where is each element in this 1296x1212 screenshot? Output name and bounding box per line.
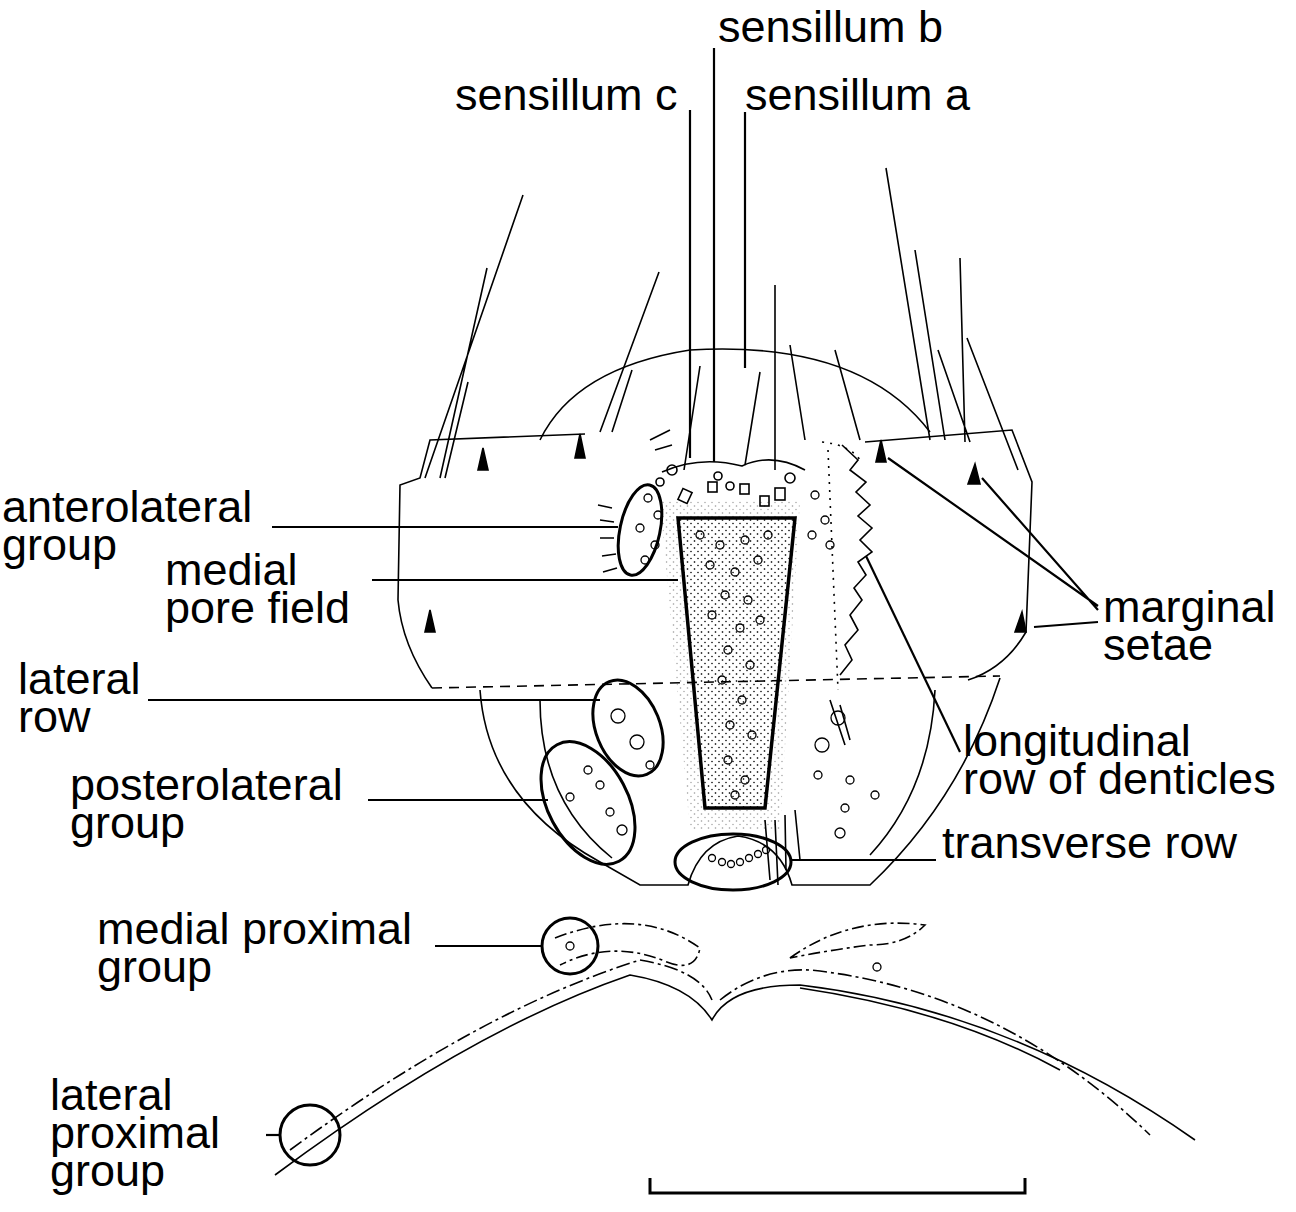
part-label: lateral row — [18, 660, 141, 736]
part-label: sensillum c — [455, 76, 678, 114]
part-label: sensillum b — [718, 8, 943, 46]
part-label: marginal setae — [1103, 588, 1276, 664]
part-label: posterolateral group — [70, 766, 343, 842]
part-label: sensillum a — [745, 76, 970, 114]
part-label: longitudinal row of denticles — [963, 722, 1276, 798]
part-label: medial proximal group — [97, 910, 412, 986]
part-label: transverse row — [942, 824, 1237, 862]
part-label: lateral proximal group — [50, 1076, 220, 1190]
part-label: medial pore field — [165, 551, 350, 627]
